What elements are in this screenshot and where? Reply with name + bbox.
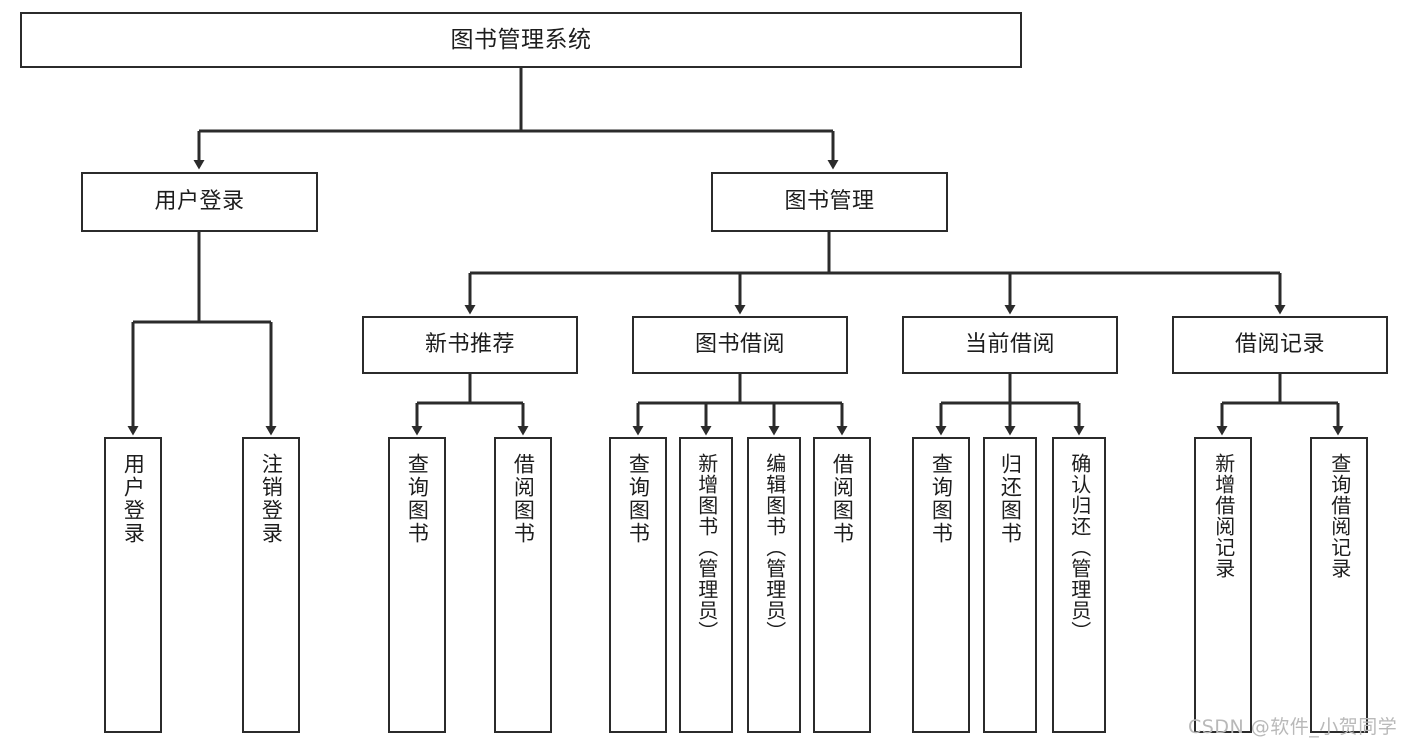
node-label: 当前借阅 [964,332,1055,358]
node-label: 借阅记录 [1234,332,1325,358]
leaf-add-borrow-record[interactable]: 新增借阅记录 [1194,437,1252,733]
leaf-return-book[interactable]: 归还图书 [983,437,1037,733]
node-label: 确认归还（管理员） [1067,453,1092,642]
node-label: 图书管理系统 [450,26,592,53]
leaf-confirm-return-admin[interactable]: 确认归还（管理员） [1052,437,1106,733]
node-user-login[interactable]: 用户登录 [81,172,318,232]
node-label: 借阅图书 [511,453,536,545]
node-borrow-record[interactable]: 借阅记录 [1172,316,1388,374]
node-label: 借阅图书 [830,453,855,545]
node-label: 新增图书（管理员） [694,453,719,642]
node-root-book-management-system[interactable]: 图书管理系统 [20,12,1022,68]
node-label: 查询图书 [929,453,954,545]
node-label: 图书借阅 [694,332,785,358]
node-label: 注销登录 [259,453,284,545]
node-label: 查询图书 [626,453,651,545]
node-current-borrow[interactable]: 当前借阅 [902,316,1118,374]
leaf-query-book-borrow[interactable]: 查询图书 [609,437,667,733]
node-label: 用户登录 [154,189,245,215]
leaf-query-book-recommend[interactable]: 查询图书 [388,437,446,733]
leaf-query-borrow-record[interactable]: 查询借阅记录 [1310,437,1368,733]
leaf-logout-login[interactable]: 注销登录 [242,437,300,733]
node-label: 新增借阅记录 [1211,453,1236,579]
node-label: 归还图书 [998,453,1023,545]
leaf-query-book-current[interactable]: 查询图书 [912,437,970,733]
leaf-add-book-admin[interactable]: 新增图书（管理员） [679,437,733,733]
node-label: 查询图书 [405,453,430,545]
node-book-borrow[interactable]: 图书借阅 [632,316,848,374]
node-book-management[interactable]: 图书管理 [711,172,948,232]
node-new-book-recommend[interactable]: 新书推荐 [362,316,578,374]
node-label: 用户登录 [121,453,146,545]
leaf-edit-book-admin[interactable]: 编辑图书（管理员） [747,437,801,733]
node-label: 编辑图书（管理员） [762,453,787,642]
node-label: 查询借阅记录 [1327,453,1352,579]
node-label: 新书推荐 [424,332,515,358]
leaf-borrow-book[interactable]: 借阅图书 [813,437,871,733]
leaf-user-login[interactable]: 用户登录 [104,437,162,733]
leaf-borrow-book-recommend[interactable]: 借阅图书 [494,437,552,733]
node-label: 图书管理 [784,189,875,215]
